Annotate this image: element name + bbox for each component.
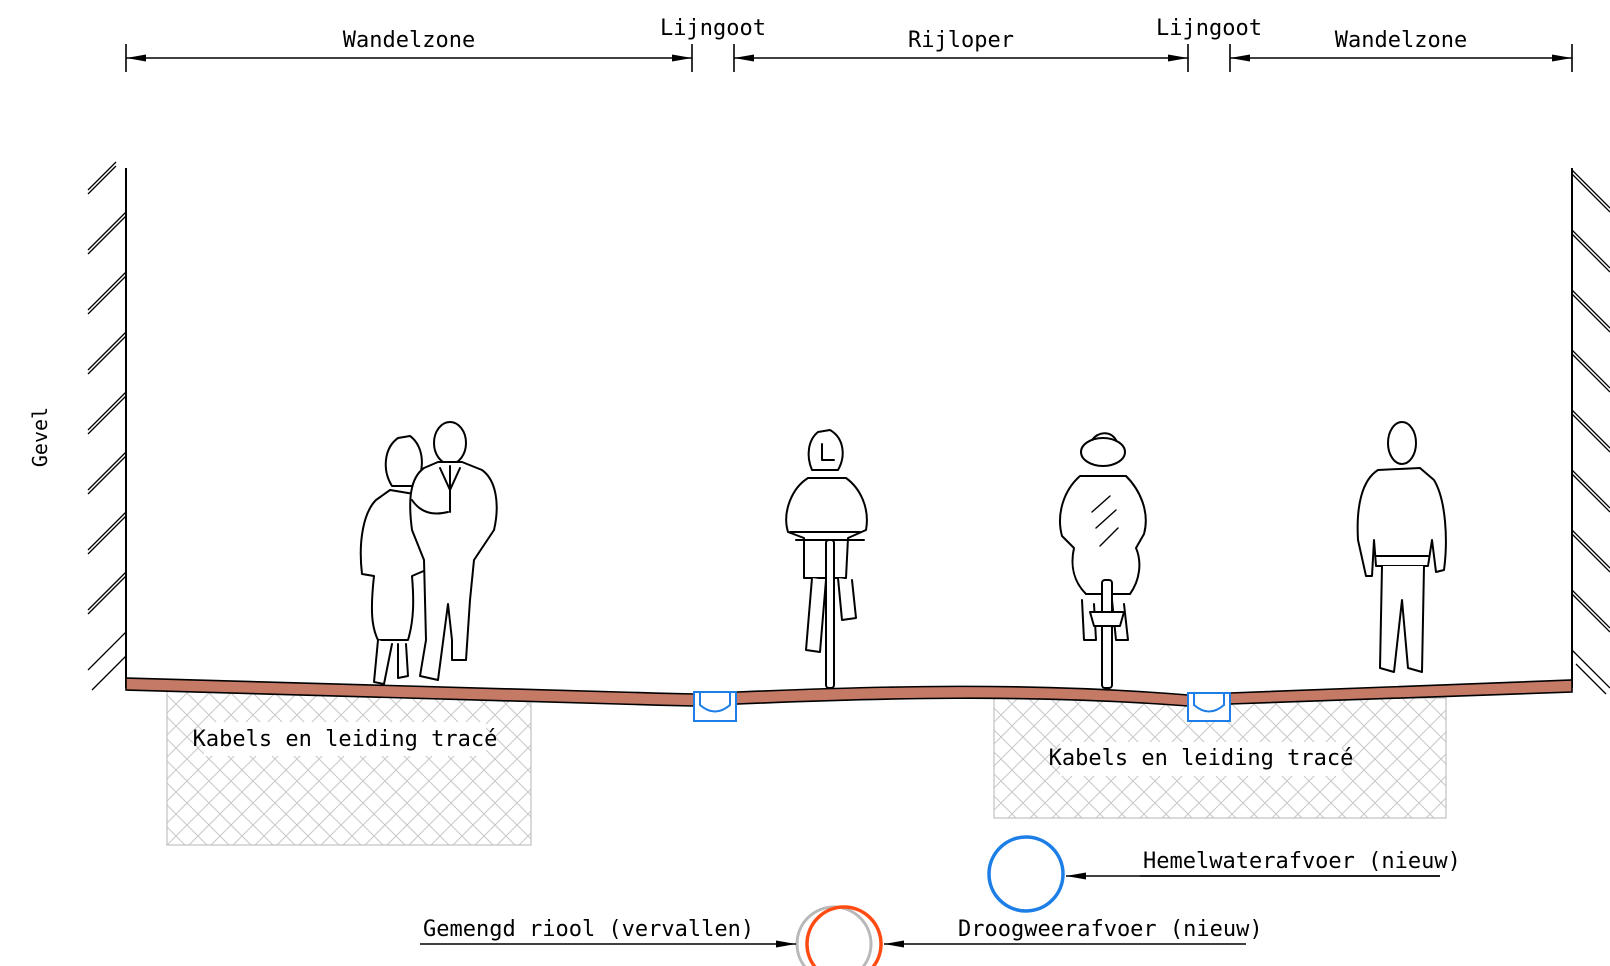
gutter-right bbox=[1187, 692, 1231, 722]
pipe-leaders bbox=[420, 872, 1440, 948]
dim-label-right-gutter: Lijngoot bbox=[1156, 16, 1262, 41]
dim-label-right-walk: Wandelzone bbox=[1335, 28, 1467, 53]
facade-right bbox=[1571, 168, 1610, 695]
pedestrian-back-icon bbox=[1356, 421, 1447, 673]
pedestrian-couple-icon bbox=[359, 421, 498, 685]
cyclist-front-icon bbox=[785, 429, 868, 689]
cyclist-back-icon bbox=[1059, 432, 1147, 689]
facade-left bbox=[87, 161, 127, 691]
dry-weather-pipe bbox=[805, 905, 883, 966]
dim-label-left-gutter: Lijngoot bbox=[660, 16, 766, 41]
facade-label: Gevel bbox=[28, 407, 52, 467]
dimension-line bbox=[125, 44, 1573, 72]
rainwater-pipe-label: Hemelwaterafvoer (nieuw) bbox=[1143, 849, 1461, 874]
cable-zone-right-label: Kabels en leiding tracé bbox=[1049, 746, 1354, 771]
gutter-left bbox=[693, 691, 737, 722]
dim-label-left-walk: Wandelzone bbox=[343, 28, 475, 53]
combined-sewer-label: Gemengd riool (vervallen) bbox=[423, 917, 754, 942]
cable-zone-left-label: Kabels en leiding tracé bbox=[193, 727, 498, 752]
cable-zone-left bbox=[166, 689, 532, 846]
dim-label-carriageway: Rijloper bbox=[908, 28, 1014, 53]
dry-weather-pipe-label: Droogweerafvoer (nieuw) bbox=[958, 917, 1263, 942]
rainwater-pipe bbox=[987, 835, 1065, 913]
